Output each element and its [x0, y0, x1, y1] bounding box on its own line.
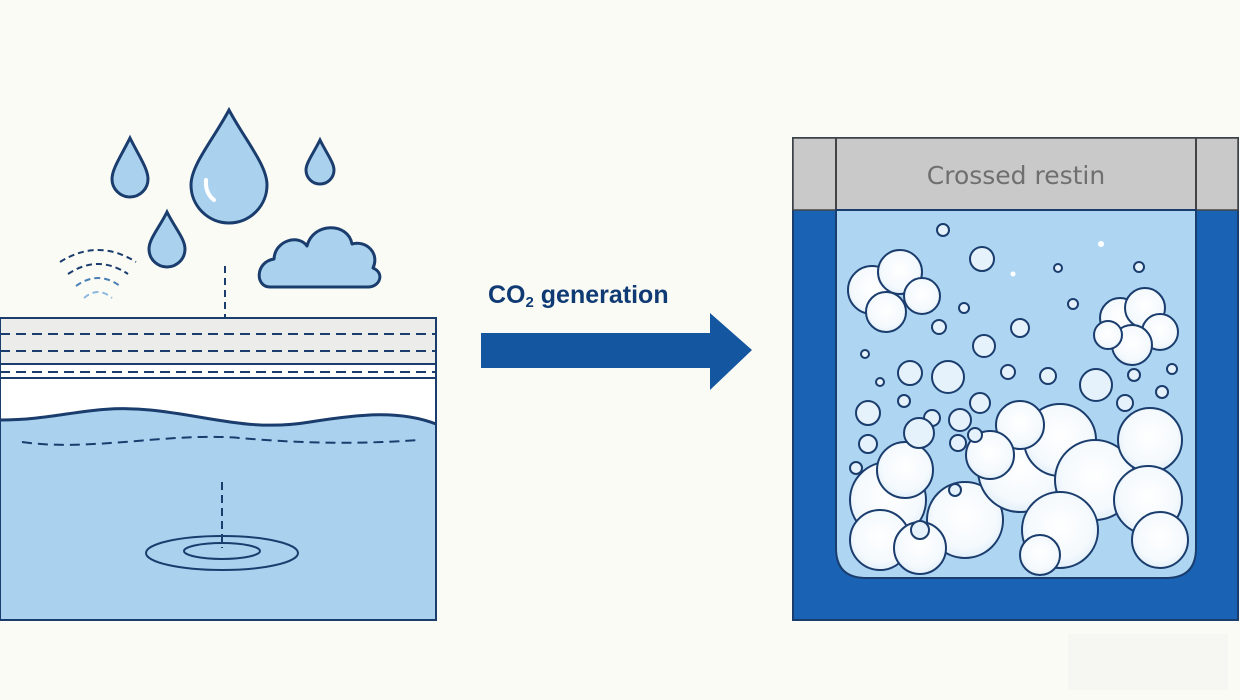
arrow-label-main: CO: [488, 281, 526, 309]
arrow-label: CO2 generation: [488, 281, 669, 311]
bubble: [849, 223, 1178, 540]
raindrop-icon: [304, 136, 336, 186]
ground-layer: [0, 317, 437, 379]
ripple-icon: [145, 535, 299, 571]
foam-cluster: [847, 249, 1189, 576]
background-patch: [1068, 634, 1228, 690]
arrow-label-subscript: 2: [525, 294, 534, 311]
lid-label: Crossed restin: [926, 160, 1106, 190]
raindrop-icon: [189, 106, 269, 225]
arrow-label-rest: generation: [533, 281, 669, 309]
container-lid: [792, 137, 1239, 211]
water-body: [0, 377, 437, 621]
process-arrow: [481, 313, 752, 390]
cloud-icon: [257, 226, 382, 289]
rain-scene: [0, 106, 437, 621]
raindrop-icon: [147, 208, 187, 269]
resin-container: [792, 137, 1239, 621]
sparkle: [1010, 241, 1104, 277]
raindrop-icon: [110, 134, 150, 199]
signal-waves-icon: [59, 249, 137, 299]
